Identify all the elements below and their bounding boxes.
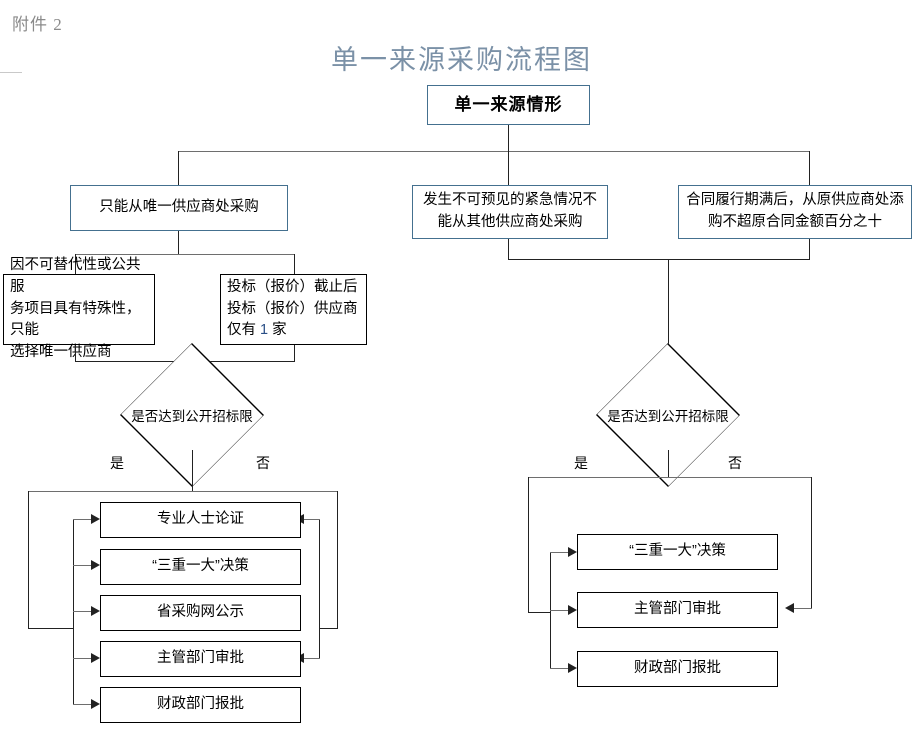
node-root: 单一来源情形	[427, 85, 590, 125]
connector-sub2-down	[294, 345, 296, 362]
connector-root-stem	[508, 125, 510, 152]
decision-right-no-label: 否	[728, 455, 742, 471]
connector-to-right-diamond	[668, 259, 670, 379]
connector-left-feed-3	[73, 611, 93, 613]
connector-left-return-spine	[319, 519, 321, 659]
decision-right-yes-label: 是	[574, 455, 588, 471]
arrow-right-feed-1	[568, 547, 577, 557]
node-branch3: 合同履行期满后，从原供应商处添 购不超原合同金额百分之十	[678, 185, 912, 239]
connector-top-bus	[178, 151, 810, 153]
connector-left-feed-1	[73, 519, 93, 521]
node-sub2-count-value: 1	[260, 322, 269, 339]
left-process-step-4: 主管部门审批	[100, 641, 301, 677]
connector-right-return	[793, 608, 812, 610]
connector-branch1-stem	[178, 231, 180, 255]
connector-left-feed-4	[73, 658, 93, 660]
right-process-step-1: “三重一大”决策	[577, 534, 778, 570]
arrow-left-feed-5	[91, 699, 100, 709]
right-process-step-2: 主管部门审批	[577, 592, 778, 628]
connector-left-outer-top	[28, 491, 338, 493]
arrow-left-feed-4	[91, 653, 100, 663]
arrow-left-feed-1	[91, 514, 100, 524]
connector-drop-sub1	[75, 254, 77, 274]
arrow-right-feed-3	[568, 663, 577, 673]
node-root-label: 单一来源情形	[454, 95, 563, 115]
connector-drop-branch2	[508, 151, 510, 185]
right-process-step-3: 财政部门报批	[577, 651, 778, 687]
connector-right-outer-right	[811, 477, 813, 608]
node-sub1-label-line3: 选择唯一供应商	[10, 344, 112, 361]
node-branch2-label-line2: 能从其他供应商处采购	[437, 214, 583, 230]
connector-sub1-down	[75, 345, 77, 362]
left-process-step-5-label: 财政部门报批	[157, 696, 244, 713]
decision-right: 是否达到公开招标限	[532, 343, 804, 487]
connector-sub-bus-top	[75, 254, 295, 256]
connector-left-return-1	[303, 519, 320, 521]
page-margin-corner-mark	[0, 44, 22, 73]
page-title: 单一来源采购流程图	[331, 45, 592, 75]
node-sub2-label-line3: 仅有 1 家	[227, 320, 360, 342]
node-sub1-label-line1: 因不可替代性或公共服	[10, 257, 141, 295]
left-process-step-3: 省采购网公示	[100, 595, 301, 631]
connector-left-outer-bottom-right	[319, 628, 338, 630]
node-branch3-label-line1: 合同履行期满后，从原供应商处添	[686, 192, 904, 209]
decision-left-no-label: 否	[256, 455, 270, 471]
left-process-step-1-label: 专业人士论证	[157, 511, 244, 528]
left-process-step-3-label: 省采购网公示	[157, 604, 244, 621]
node-branch2-label-line1: 发生不可预见的紧急情况不	[423, 192, 597, 209]
node-branch3-label-line2: 购不超原合同金额百分之十	[708, 214, 882, 230]
node-sub1-label-line2: 务项目具有特殊性，只能	[10, 300, 141, 339]
node-sub1: 因不可替代性或公共服 务项目具有特殊性，只能 选择唯一供应商	[3, 257, 155, 360]
connector-drop-branch1	[178, 151, 180, 185]
arrow-right-return	[785, 603, 794, 613]
connector-drop-sub2	[294, 254, 296, 274]
decision-left-yes-label: 是	[110, 455, 124, 471]
connector-right-feed-2	[550, 610, 570, 612]
node-sub2-label-line2: 投标（报价）供应商	[227, 300, 358, 317]
connector-branch3-down	[809, 239, 811, 260]
node-sub2: 投标（报价）截止后 投标（报价）供应商 仅有 1 家	[220, 274, 367, 345]
node-sub2-label-line1: 投标（报价）截止后	[227, 278, 358, 295]
connector-drop-branch3	[809, 151, 811, 185]
connector-left-feed-2	[73, 565, 93, 567]
connector-left-outer-bottom-left	[28, 628, 74, 630]
left-process-step-4-label: 主管部门审批	[157, 650, 244, 667]
connector-right-outer-left	[528, 477, 530, 613]
decision-left: 是否达到公开招标限	[56, 343, 328, 487]
arrow-left-feed-3	[91, 606, 100, 616]
connector-right-outer-bottom-left	[528, 612, 550, 614]
left-process-step-2-label: “三重一大”决策	[152, 558, 249, 575]
connector-right-feed-3	[550, 668, 570, 670]
connector-right-merge-bus	[508, 259, 810, 261]
connector-left-diamond-stem	[192, 450, 194, 492]
connector-right-diamond-stem	[668, 450, 670, 478]
connector-branch2-down	[508, 239, 510, 260]
node-branch1: 只能从唯一供应商处采购	[70, 185, 288, 231]
node-branch2: 发生不可预见的紧急情况不 能从其他供应商处采购	[412, 185, 608, 239]
node-branch1-label: 只能从唯一供应商处采购	[99, 199, 259, 216]
connector-left-feed-5	[73, 704, 93, 706]
decision-right-label: 是否达到公开招标限	[607, 409, 729, 424]
arrow-right-feed-2	[568, 605, 577, 615]
decision-left-label: 是否达到公开招标限	[131, 409, 253, 424]
left-process-step-2: “三重一大”决策	[100, 549, 301, 585]
left-process-step-5: 财政部门报批	[100, 687, 301, 723]
node-sub2-count-suffix: 家	[268, 322, 287, 339]
connector-right-feed-1	[550, 552, 570, 554]
right-process-step-1-label: “三重一大”决策	[629, 543, 726, 560]
connector-left-outer-left	[28, 491, 30, 629]
node-sub2-count-prefix: 仅有	[227, 322, 261, 339]
connector-left-return-2	[303, 658, 320, 660]
right-process-step-2-label: 主管部门审批	[634, 601, 721, 618]
connector-right-outer-top	[528, 477, 812, 479]
attachment-label: 附件 2	[12, 15, 63, 34]
arrow-left-feed-2	[91, 560, 100, 570]
right-process-step-3-label: 财政部门报批	[634, 660, 721, 677]
left-process-step-1: 专业人士论证	[100, 502, 301, 538]
connector-left-outer-right	[337, 491, 339, 629]
